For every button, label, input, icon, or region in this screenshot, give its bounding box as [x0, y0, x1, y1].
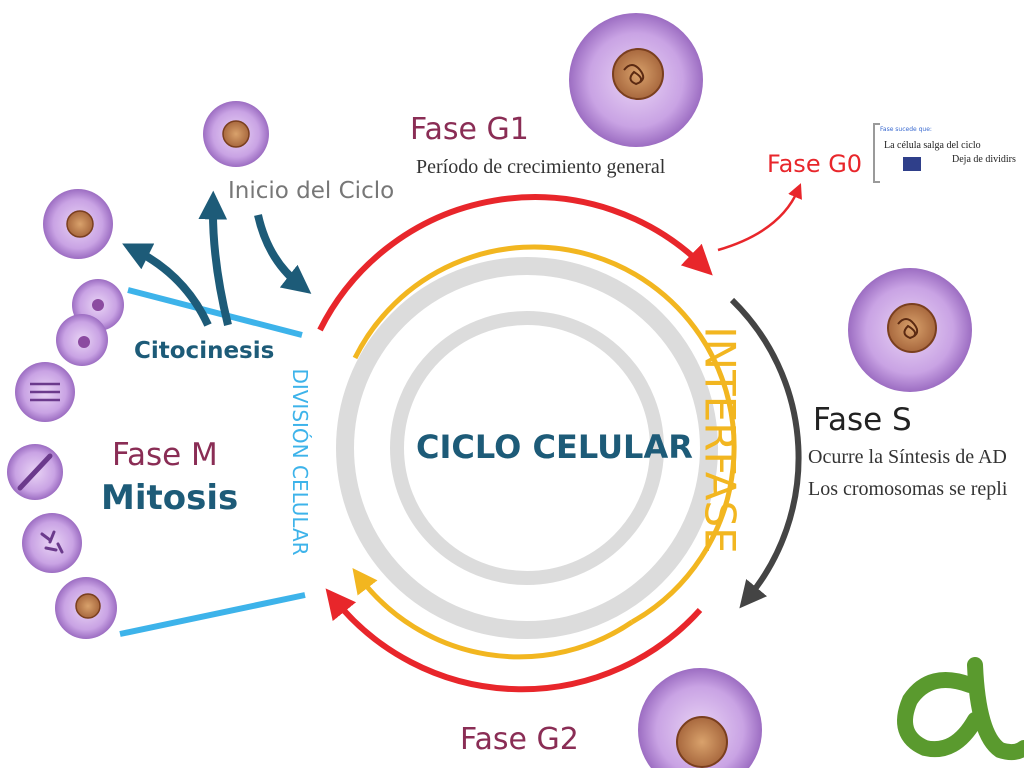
cell-metaphase-image: [7, 444, 63, 500]
division-line-top: [127, 287, 303, 338]
g0-arrow: [717, 183, 802, 252]
cytokinesis-arrow-2: [198, 190, 232, 326]
g2-yellow-arc: [352, 568, 634, 660]
g0-phase-title: Fase G0: [767, 150, 863, 178]
g0-note-line2: Deja de dividirs: [952, 154, 1016, 165]
g0-note-line1: La célula salga del ciclo: [884, 140, 981, 151]
g1-red-arc: [317, 194, 713, 332]
s-phase-title: Fase S: [813, 402, 912, 438]
cell-interphase-image: [55, 577, 117, 639]
cytokinesis-arrow-1: [122, 243, 212, 327]
g0-note-icon: [903, 157, 921, 171]
cycle-center-title: CICLO CELULAR: [416, 428, 693, 466]
cell-start-image: [203, 101, 269, 167]
g0-note-bracket: [873, 123, 880, 183]
inner-gray-ring: [390, 311, 664, 585]
s-phase-line1: Ocurre la Síntesis de AD: [808, 446, 1007, 468]
outer-gray-ring: [336, 257, 718, 639]
cell-s-image: [848, 268, 972, 392]
m-phase-subtitle: Mitosis: [101, 478, 239, 518]
cell-cytokinesis-image: [56, 279, 124, 366]
green-logo: [897, 657, 1024, 761]
interfase-yellow-arc: [352, 244, 737, 625]
g2-phase-title: Fase G2: [460, 722, 579, 757]
cycle-start-arrow: [254, 214, 312, 294]
cell-g2-image: [638, 668, 762, 768]
interphase-label: INTERFASE: [695, 326, 745, 554]
cell-division-label: DIVISIÓN CELULAR: [288, 368, 312, 556]
cell-daughter-image: [43, 189, 113, 259]
cycle-start-label: Inicio del Ciclo: [228, 178, 395, 204]
g0-note-header: Fase sucede que:: [880, 126, 932, 133]
g1-phase-title: Fase G1: [410, 112, 529, 147]
cell-telophase-image: [15, 362, 75, 422]
s-phase-line2: Los cromosomas se repli: [808, 478, 1008, 500]
cytokinesis-label: Citocinesis: [134, 338, 275, 364]
s-phase-dark-arc: [729, 297, 802, 609]
m-phase-title: Fase M: [112, 437, 218, 473]
g1-phase-description: Período de crecimiento general: [416, 156, 666, 178]
division-line-bottom: [119, 592, 306, 637]
cell-prophase-image: [22, 513, 82, 573]
g2-red-arc: [325, 588, 703, 693]
cell-g1-image: [569, 13, 703, 147]
